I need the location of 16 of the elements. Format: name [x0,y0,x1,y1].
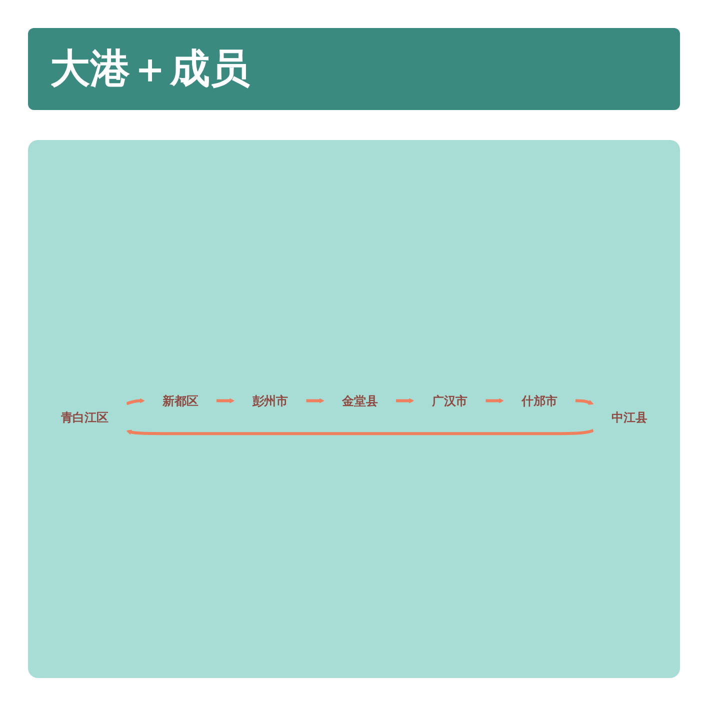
panel-background: 青白江区 新都区 彭州市 金堂县 广汉市 什邡市 中江县 [28,140,680,678]
node-text: 广汉市 [432,394,468,408]
node-text: 金堂县 [342,394,378,408]
arrow [486,398,504,404]
node-text: 什邡市 [522,394,558,408]
node-text: 青白江区 [60,410,109,424]
node-text: 新都区 [162,394,198,408]
arrow [216,398,235,404]
arrow [306,398,324,404]
arrow [396,398,414,404]
arrow [575,399,594,405]
title-banner: 大港＋成员 [28,28,680,110]
arrow [126,398,145,406]
node-text: 彭州市 [252,394,288,408]
arrow [126,428,594,436]
node-text: 中江县 [611,410,648,424]
